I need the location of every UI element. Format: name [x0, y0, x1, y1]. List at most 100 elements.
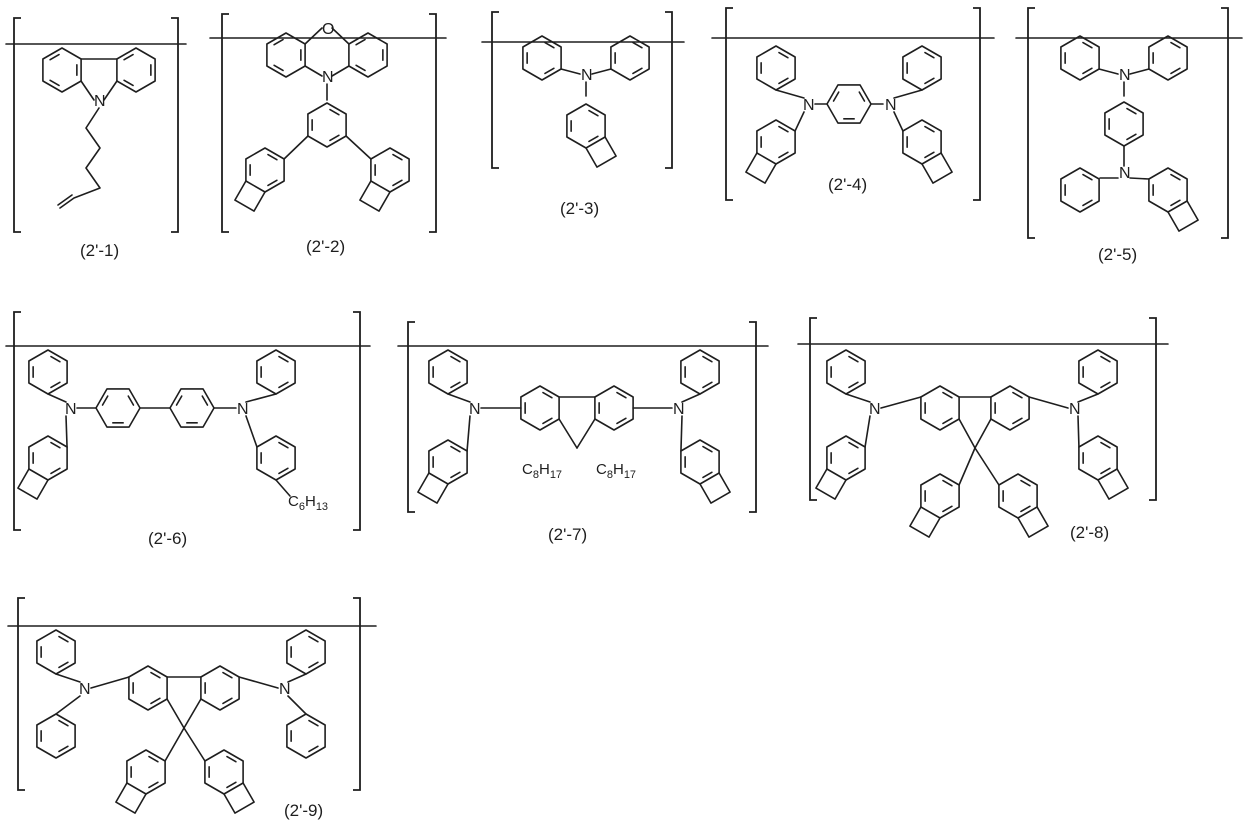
double-bond — [834, 92, 839, 101]
benzene-ring — [1061, 168, 1099, 212]
double-bond — [633, 43, 642, 48]
double-bond — [227, 757, 236, 762]
cyclobutane-ring — [360, 181, 390, 211]
cyclobutane-ring — [418, 473, 448, 503]
benzene-ring — [170, 389, 214, 427]
atom-label: N — [279, 681, 291, 698]
double-bond — [779, 53, 788, 58]
double-bond — [617, 393, 626, 398]
double-bond — [279, 468, 288, 473]
double-bond — [356, 65, 365, 70]
double-bond — [545, 68, 554, 73]
hexyl-substituent: C6H13 — [288, 493, 328, 513]
double-bond — [51, 443, 60, 448]
bond — [284, 136, 308, 159]
double-bond — [50, 80, 59, 85]
cyclobutane-ring — [1168, 201, 1198, 231]
bond — [346, 136, 371, 159]
double-bond — [1101, 443, 1110, 448]
double-bond — [330, 135, 339, 140]
benzene-ring — [308, 103, 346, 147]
bond — [56, 674, 80, 682]
bond — [288, 696, 306, 714]
bond — [795, 112, 804, 131]
left-bracket — [1028, 8, 1035, 238]
bond — [894, 112, 903, 131]
bond — [1078, 416, 1079, 447]
atom-label: N — [65, 401, 77, 418]
benzene-ring — [37, 714, 75, 758]
left-bracket — [14, 18, 21, 232]
double-bond — [943, 393, 952, 398]
benzene-ring — [1149, 36, 1187, 80]
double-bond — [330, 110, 339, 115]
benzene-ring — [903, 120, 941, 164]
benzene-ring — [827, 85, 871, 123]
double-bond — [545, 43, 554, 48]
benzene-ring — [1105, 102, 1143, 146]
double-bond — [925, 127, 934, 132]
benzene-ring — [991, 386, 1029, 430]
double-bond — [779, 78, 788, 83]
bond — [246, 416, 257, 447]
compound-label: (2'-3) — [560, 199, 599, 218]
double-bond — [1013, 418, 1022, 423]
bond — [894, 90, 922, 98]
compound-label: (2'-8) — [1070, 523, 1109, 542]
double-bond — [1101, 357, 1110, 362]
benzene-ring — [371, 148, 409, 192]
double-bond — [1101, 382, 1110, 387]
double-bond — [279, 382, 288, 387]
benzene-ring — [37, 630, 75, 674]
double-bond — [51, 468, 60, 473]
benzene-ring — [757, 46, 795, 90]
double-bond — [779, 127, 788, 132]
benzene-ring — [1149, 168, 1187, 212]
right-bracket — [1149, 318, 1156, 500]
double-bond — [51, 382, 60, 387]
double-bond — [703, 472, 712, 477]
benzene-ring — [267, 33, 305, 77]
bond — [1099, 69, 1118, 74]
compound-label: (2'-1) — [80, 241, 119, 260]
bond — [184, 699, 201, 728]
bond — [559, 419, 577, 448]
double-bond — [943, 418, 952, 423]
octyl-substituent: C8H17 — [596, 461, 636, 481]
double-bond — [268, 180, 277, 185]
atom-label: N — [673, 401, 685, 418]
double-bond — [589, 111, 598, 116]
compound-label: (2'-4) — [828, 175, 867, 194]
double-bond — [51, 357, 60, 362]
atom-label: N — [1119, 67, 1131, 84]
double-bond — [543, 393, 552, 398]
double-bond — [279, 357, 288, 362]
bond — [305, 66, 322, 76]
double-bond — [703, 382, 712, 387]
bond — [975, 419, 991, 448]
benzene-ring — [96, 389, 140, 427]
double-bond — [274, 40, 283, 45]
benzene-ring — [757, 120, 795, 164]
octyl-substituent: C8H17 — [522, 461, 562, 481]
double-bond — [309, 637, 318, 642]
double-bond — [279, 443, 288, 448]
double-bond — [59, 721, 68, 726]
double-bond — [59, 637, 68, 642]
atom-label: O — [322, 21, 334, 38]
cyclobutane-ring — [1018, 507, 1048, 537]
atom-label: N — [1069, 401, 1081, 418]
double-bond — [849, 357, 858, 362]
bond — [1078, 394, 1098, 402]
double-bond — [1171, 68, 1180, 73]
cyclobutane-ring — [700, 473, 730, 503]
benzene-ring — [921, 474, 959, 518]
benzene-ring — [201, 666, 239, 710]
double-bond — [925, 78, 934, 83]
benzene-ring — [127, 750, 165, 794]
atom-label: N — [869, 401, 881, 418]
atom-label: N — [581, 67, 593, 84]
atom-label: N — [885, 97, 897, 114]
benzene-ring — [1079, 350, 1117, 394]
double-bond — [703, 357, 712, 362]
